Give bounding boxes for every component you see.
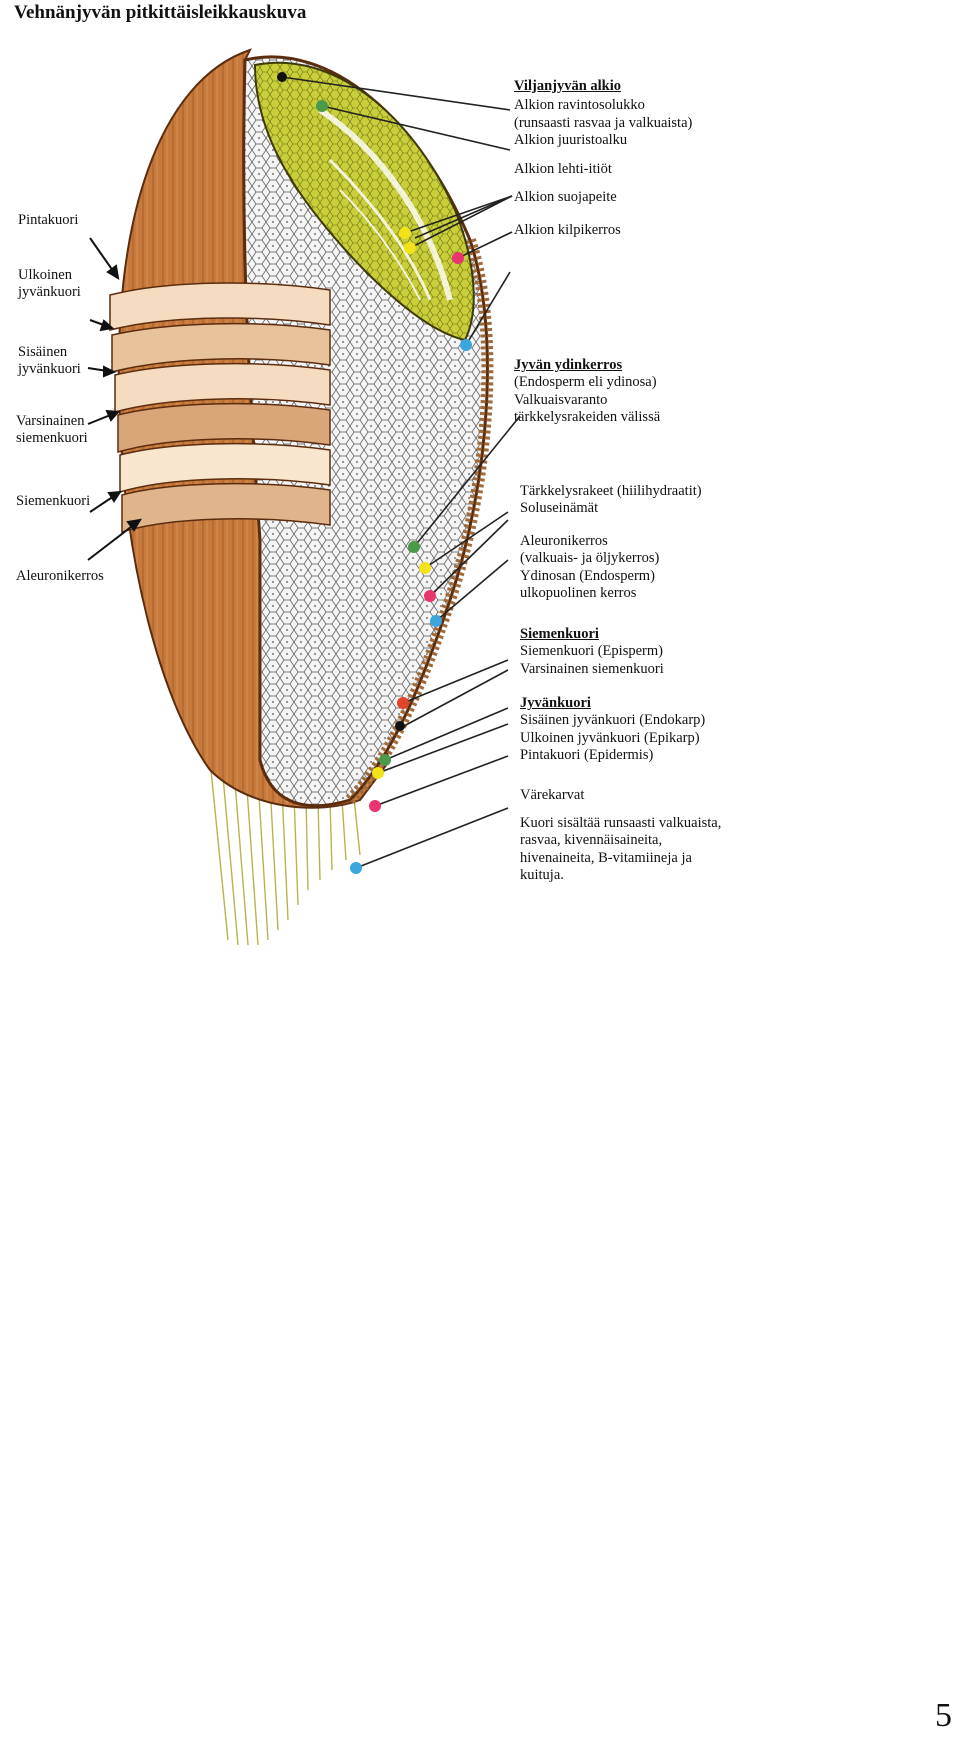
label-group-ydinkerros: Jyvän ydinkerros (Endosperm eli ydinosa)… [514,357,661,426]
page-number: 5 [935,1697,952,1734]
marker-black-1 [277,72,287,82]
marker-blue-1 [460,339,472,351]
husk-layers [109,282,331,534]
heading-alkio: Viljanjyvän alkio [514,78,622,94]
marker-blue-3 [350,862,362,874]
label-pintakuori: Pintakuori [18,212,79,228]
label-group-tarkkelys: Tärkkelysrakeet (hiilihydraatit) Solusei… [520,483,702,517]
label-aleuronikerros-left: Aleuronikerros [16,568,104,584]
diagram-title: Vehnänjyvän pitkittäisleikkauskuva [14,2,307,23]
label-sisainen-jyvankuori: Sisäinen jyvänkuori [18,344,81,378]
heading-jyvankuori: Jyvänkuori [520,695,591,711]
heading-ydinkerros: Jyvän ydinkerros [514,357,623,373]
label-group-aleuroni: Aleuronikerros (valkuais- ja öljykerros)… [520,533,660,602]
marker-pink-1 [452,252,464,264]
marker-blue-2 [430,615,442,627]
label-varekarvat: Värekarvat [520,787,585,803]
marker-green-1 [316,100,328,112]
label-group-alkio: Viljanjyvän alkio Alkion ravintosolukko … [514,78,693,239]
marker-green-3 [379,754,391,766]
label-ulkoinen-jyvankuori: Ulkoinen jyvänkuori [18,267,81,301]
heading-siemenkuori: Siemenkuori [520,626,599,642]
label-siemenkuori-left: Siemenkuori [16,493,91,509]
markers [277,72,472,874]
marker-yellow-1 [399,227,411,239]
marker-red-1 [397,697,409,709]
marker-green-2 [408,541,420,553]
hairs [209,759,361,946]
marker-black-2 [395,721,405,731]
label-varsinainen-siemenkuori: Varsinainen siemenkuori [16,413,88,447]
right-leader-lines [281,76,521,869]
label-group-siemenkuori: Siemenkuori Siemenkuori (Episperm) Varsi… [520,626,664,677]
marker-yellow-3 [419,562,431,574]
marker-yellow-2 [404,242,416,254]
left-leader-lines [87,237,142,561]
label-group-jyvankuori: Jyvänkuori Sisäinen jyvänkuori (Endokarp… [520,695,706,764]
marker-pink-2 [424,590,436,602]
marker-yellow-4 [372,767,384,779]
marker-pink-3 [369,800,381,812]
label-group-kuori: Kuori sisältää runsaasti valkuaista, ras… [520,815,722,884]
